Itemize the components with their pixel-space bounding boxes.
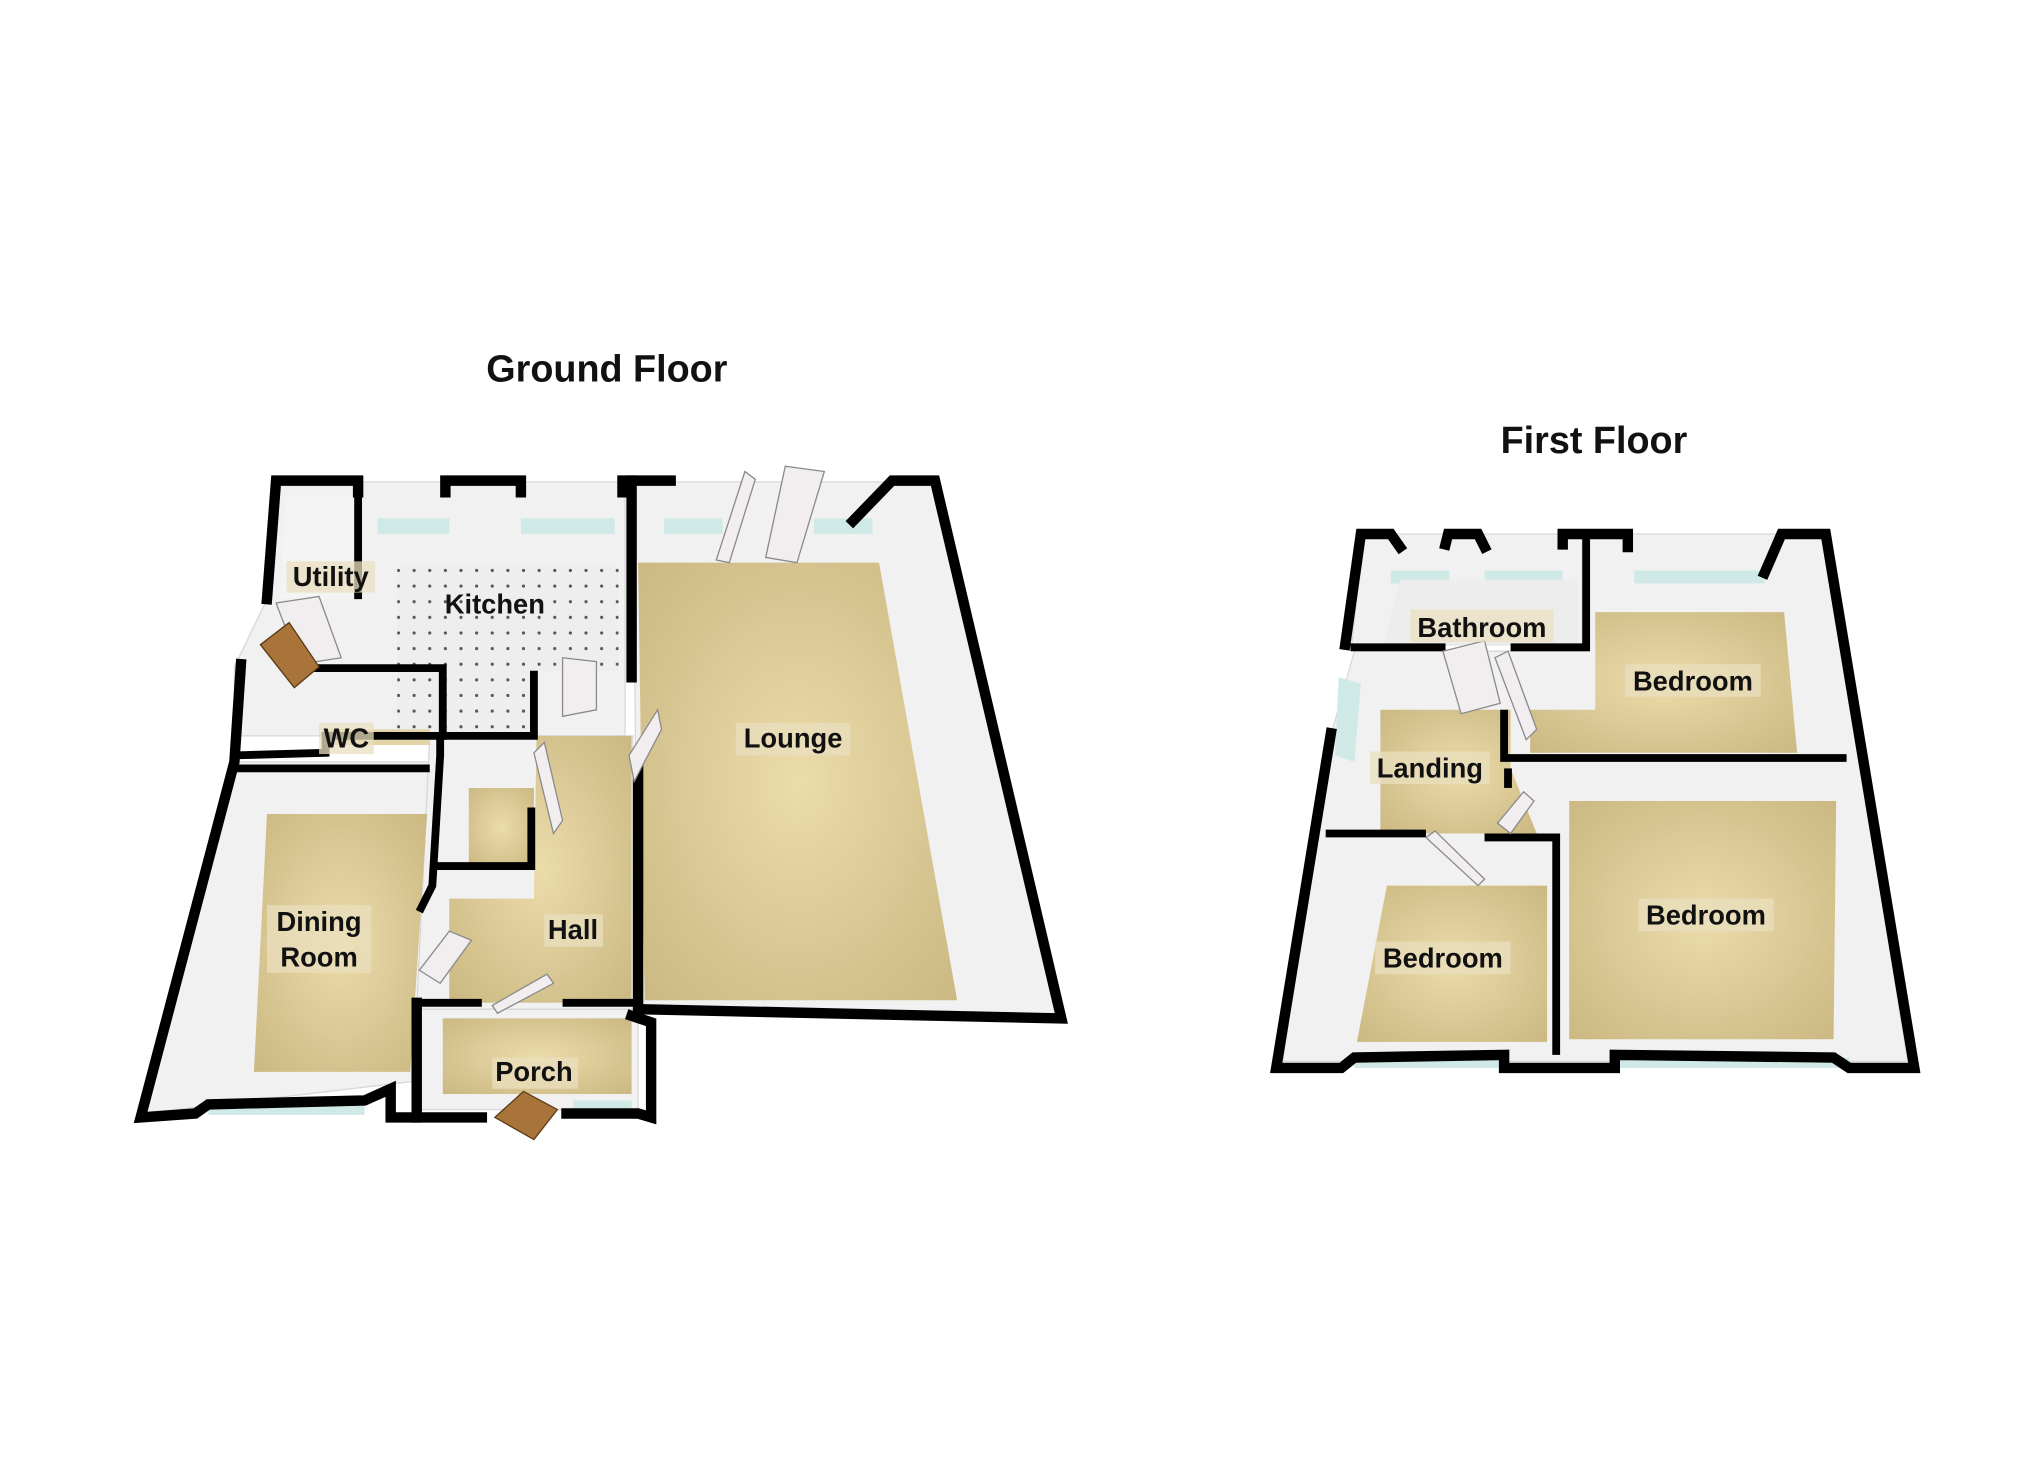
ground-floor-title: Ground Floor bbox=[486, 349, 727, 391]
room-label-wc: WC bbox=[324, 723, 370, 754]
outer-wall bbox=[261, 475, 364, 605]
bedroom-front-small-door[interactable] bbox=[1424, 830, 1486, 887]
dining-room-door[interactable] bbox=[418, 930, 473, 985]
kitchen-floor bbox=[397, 566, 619, 736]
lounge-floor bbox=[638, 562, 958, 1001]
bathroom-door[interactable] bbox=[1442, 639, 1501, 715]
room-label-lounge: Lounge bbox=[744, 723, 843, 754]
porch-floor bbox=[442, 1018, 632, 1094]
room-label-bedroom-front-large: Bedroom bbox=[1646, 900, 1766, 931]
first-floor-plan: First Floor Bat bbox=[1270, 420, 1921, 1074]
outer-wall bbox=[1339, 528, 1408, 651]
room-label-kitchen: Kitchen bbox=[445, 588, 545, 619]
room-label-landing: Landing bbox=[1377, 753, 1483, 784]
ground-floor-plan: Ground Floor bbox=[133, 349, 1068, 1141]
bedroom-front-large-door[interactable] bbox=[1496, 790, 1535, 835]
back-door[interactable] bbox=[259, 621, 320, 689]
room-label-bathroom: Bathroom bbox=[1417, 612, 1546, 643]
front-door[interactable] bbox=[493, 1090, 559, 1141]
store-door[interactable] bbox=[533, 741, 564, 836]
patio-door-right[interactable] bbox=[764, 465, 826, 564]
room-label-porch: Porch bbox=[495, 1056, 572, 1087]
room-label-dining-room: Dining bbox=[277, 906, 362, 937]
room-label-bedroom-front-small: Bedroom bbox=[1383, 943, 1503, 974]
room-label-utility: Utility bbox=[293, 561, 370, 592]
first-floor-title: First Floor bbox=[1501, 420, 1688, 462]
patio-door-left[interactable] bbox=[715, 470, 757, 564]
kitchen-door[interactable] bbox=[561, 656, 598, 718]
lounge-door[interactable] bbox=[628, 708, 663, 784]
room-label-dining-room-line2: Room bbox=[280, 941, 357, 972]
bedroom-rear-door[interactable] bbox=[1494, 650, 1538, 741]
room-label-bedroom-rear: Bedroom bbox=[1633, 665, 1753, 696]
room-label-hall: Hall bbox=[548, 914, 598, 945]
porch-door[interactable] bbox=[491, 973, 555, 1015]
store-floor bbox=[468, 787, 534, 867]
